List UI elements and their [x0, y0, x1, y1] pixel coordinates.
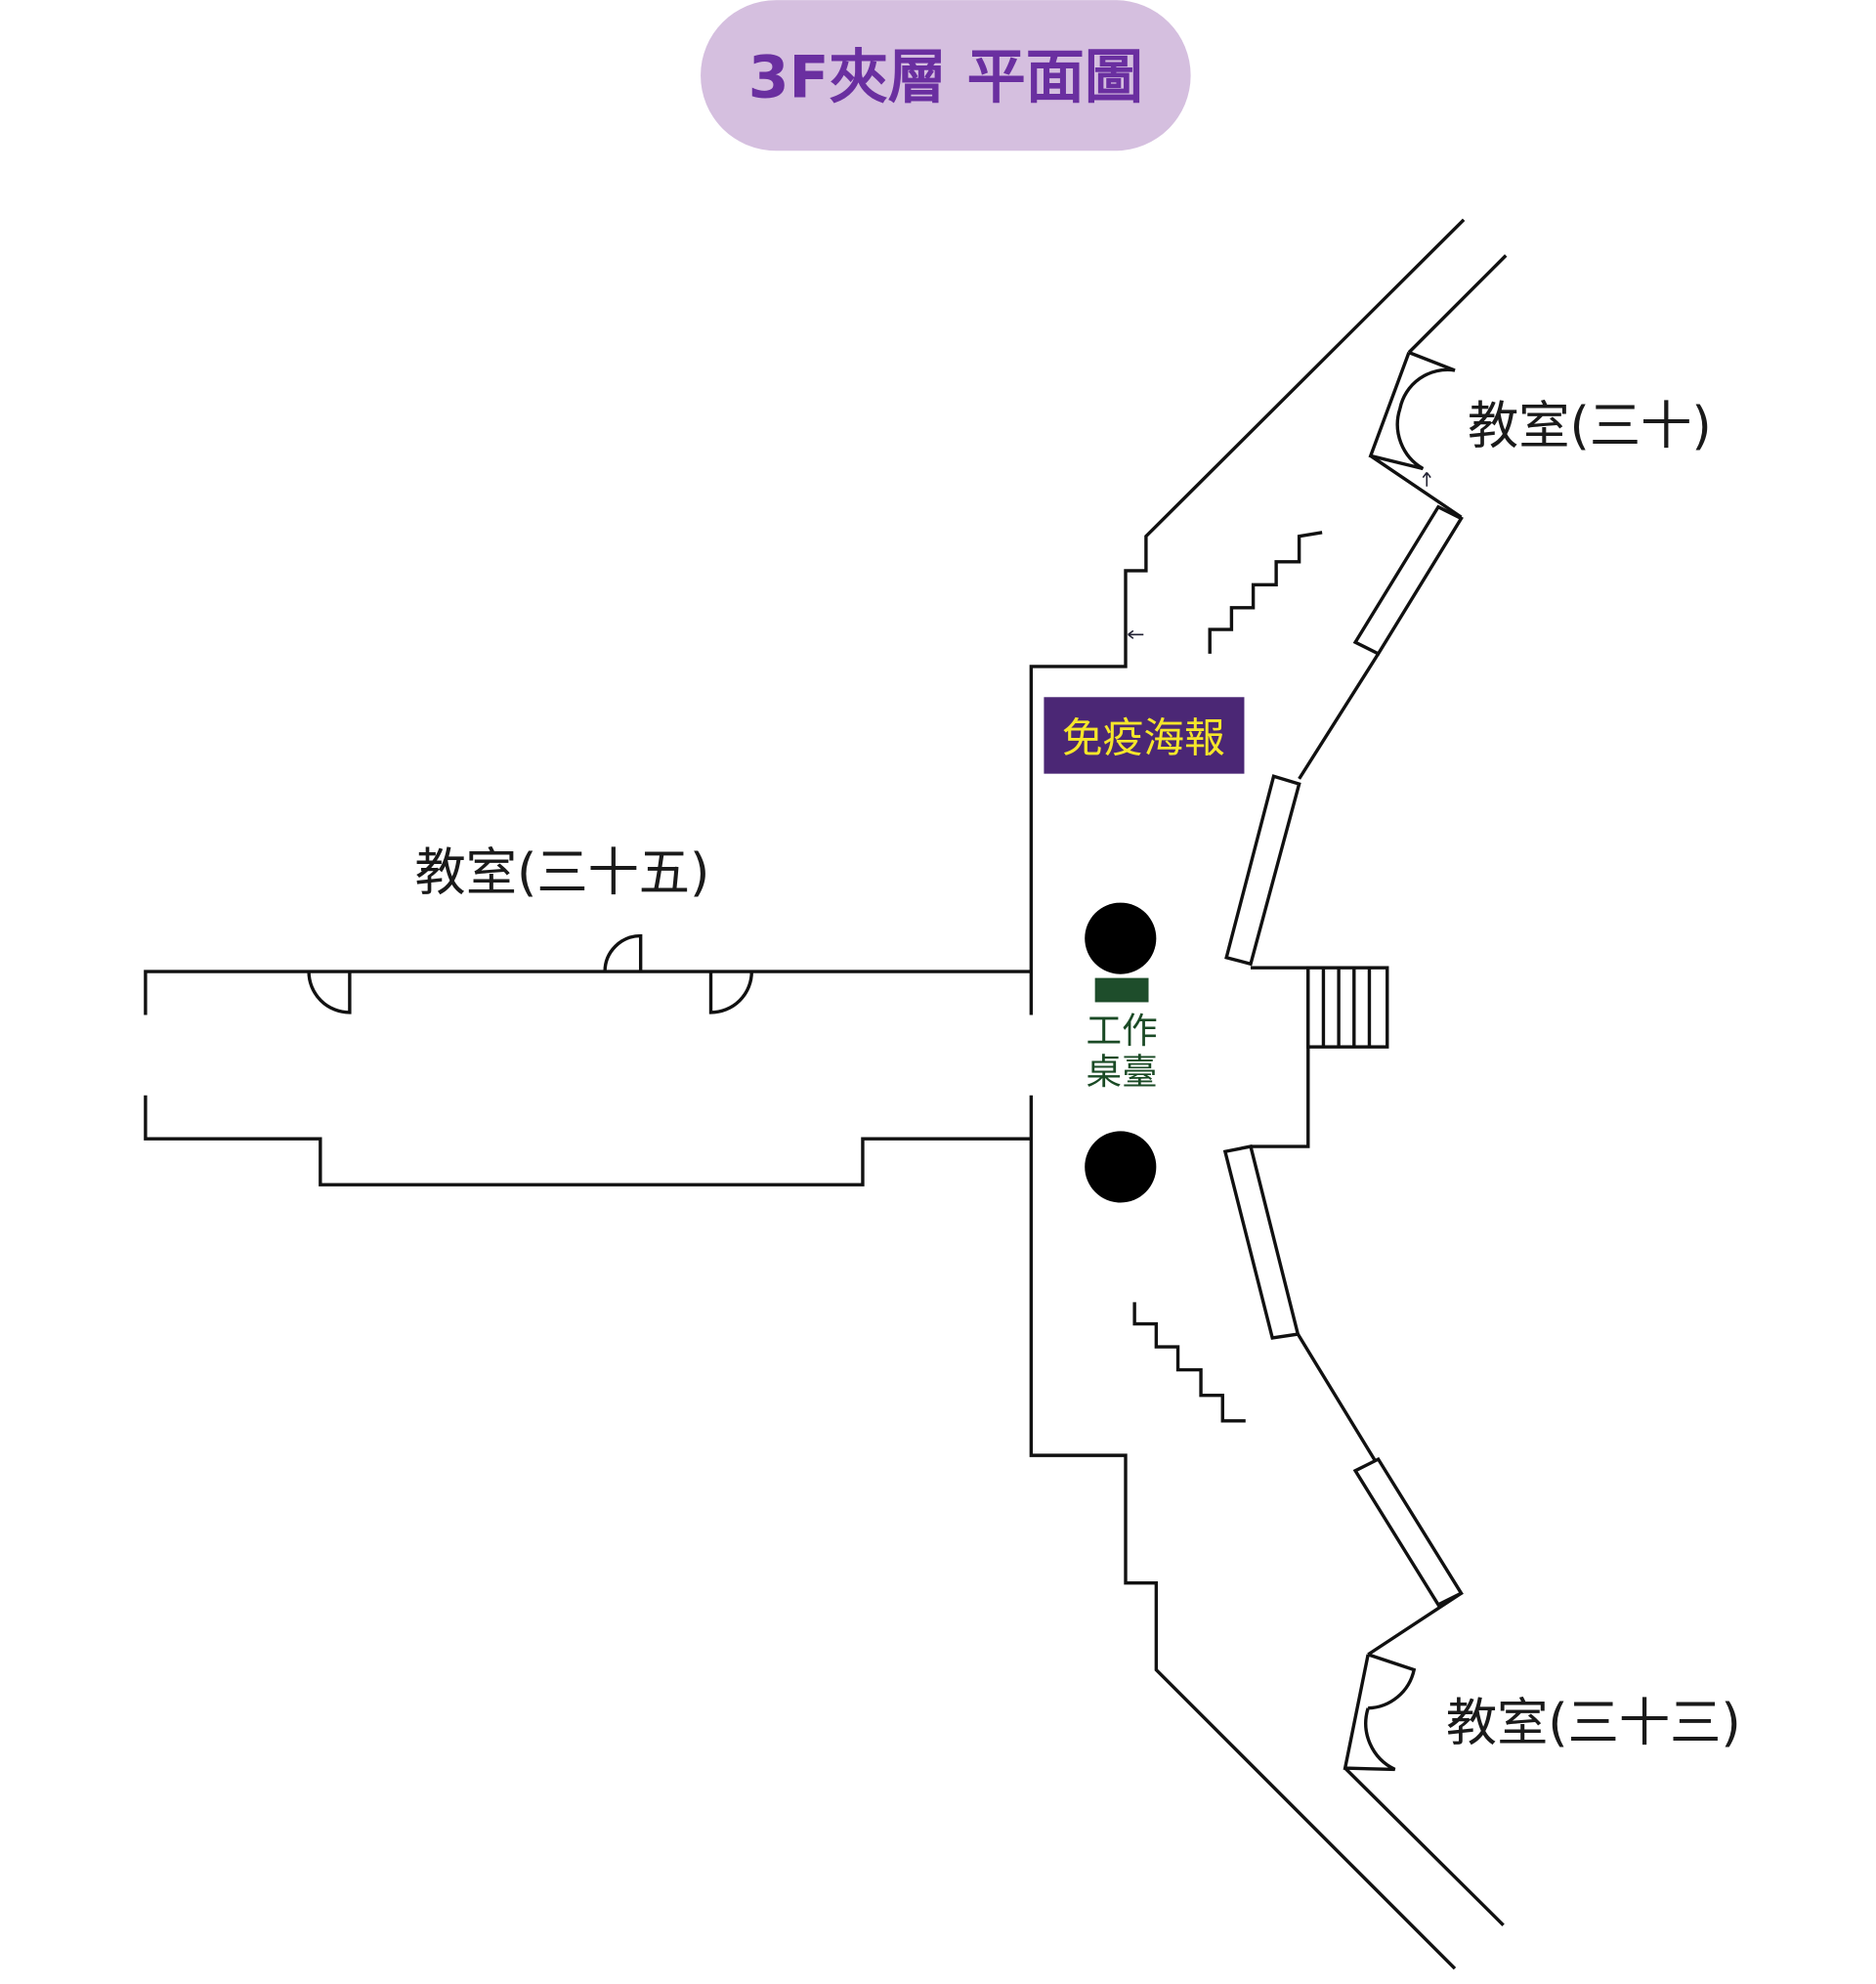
poster-label: 免疫海報 — [1062, 713, 1225, 761]
wall-outer — [1296, 1333, 1378, 1463]
room-label-30: 教室(三十) — [1468, 397, 1712, 455]
wall-outer — [1343, 1766, 1505, 1926]
window — [1224, 774, 1301, 967]
west-corridor-top — [144, 970, 1032, 1015]
door-room-30 — [1368, 351, 1456, 471]
door — [708, 971, 754, 1014]
door — [307, 971, 352, 1014]
arrow-icon — [1422, 471, 1431, 487]
title-badge: 3F夾層 平面圖 — [701, 0, 1191, 151]
arrow-icon — [1128, 629, 1144, 639]
room-label-35: 教室(三十五) — [414, 844, 709, 903]
page-title: 3F夾層 平面圖 — [748, 43, 1143, 111]
window — [1352, 1456, 1464, 1608]
door-room-33 — [1343, 1653, 1417, 1772]
wall-outer — [1298, 652, 1381, 780]
wall-inner-lower — [1029, 1095, 1457, 1970]
wall-outer — [1251, 966, 1310, 1148]
wall-outer — [1367, 1591, 1463, 1657]
west-corridor-bottom — [144, 1095, 1032, 1186]
window — [1352, 504, 1464, 657]
door — [603, 933, 643, 972]
work-desk — [1094, 977, 1149, 1003]
poster-sign: 免疫海報 — [1044, 697, 1245, 774]
desk-label-2: 桌臺 — [1087, 1051, 1158, 1093]
stairs-lower — [1132, 1302, 1246, 1423]
wall-outer — [1369, 454, 1463, 519]
wall-outer — [1407, 254, 1508, 354]
wall-inner — [1029, 218, 1466, 1015]
column — [1085, 902, 1157, 974]
column — [1085, 1131, 1157, 1203]
room-label-33: 教室(三十三) — [1446, 1694, 1741, 1752]
desk-label-1: 工作 — [1087, 1010, 1158, 1052]
window — [1222, 1144, 1300, 1340]
stairs-upper — [1208, 531, 1323, 654]
stairs-east — [1306, 966, 1389, 1049]
